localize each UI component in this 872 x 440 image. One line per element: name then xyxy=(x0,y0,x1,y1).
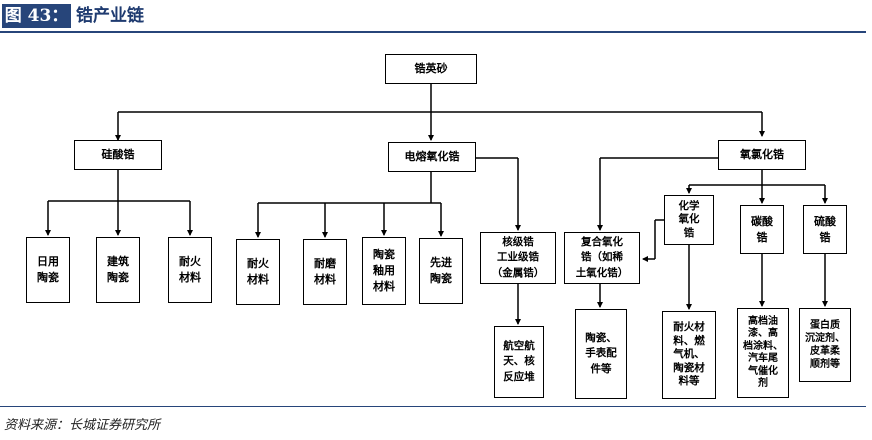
node-coatings-catalyst: 高档油 漆、高 档涂料、 汽车尾 气催化 剂 xyxy=(737,308,789,398)
node-composite-zirconia: 复合氧化 锆（如稀 土氧化锆） xyxy=(564,232,640,284)
node-zirconium-oxychloride: 氧氯化锆 xyxy=(718,140,806,170)
node-zirconium-sulfate: 硫酸 锆 xyxy=(803,205,847,254)
node-daily-ceramics: 日用 陶瓷 xyxy=(26,237,70,303)
node-zircon-sand: 锆英砂 xyxy=(385,54,477,84)
figure-header: 图 43： 锆产业链 xyxy=(0,0,872,33)
node-ceramics-watch-parts: 陶瓷、 手表配 件等 xyxy=(575,309,627,399)
source-note: 资料来源：长城证券研究所 xyxy=(4,418,161,433)
node-protein-tanning-agents: 蛋白质 沉淀剂、 皮革柔 顺剂等 xyxy=(799,308,851,382)
header-rule xyxy=(0,31,866,33)
node-fused-zirconia: 电熔氧化锆 xyxy=(388,142,476,172)
node-refractory-materials-2: 耐火 材料 xyxy=(236,239,280,305)
node-building-ceramics: 建筑 陶瓷 xyxy=(96,237,140,303)
node-aerospace-nuclear-reactor: 航空航 天、核 反应堆 xyxy=(494,326,544,398)
node-zirconium-carbonate: 碳酸 锆 xyxy=(740,205,784,254)
node-ceramic-glaze-materials: 陶瓷 釉用 材料 xyxy=(362,237,406,305)
node-zirconium-silicate: 硅酸锆 xyxy=(74,140,162,170)
node-refractory-gas-turbine: 耐火材 料、燃 气机、 陶瓷材 料等 xyxy=(662,311,716,399)
node-wear-resistant-materials: 耐磨 材料 xyxy=(303,239,347,305)
node-nuclear-industrial-zirconium: 核级锆 工业级锆 （金属锆） xyxy=(480,232,556,284)
figure-title: 锆产业链 xyxy=(76,6,144,26)
node-advanced-ceramics: 先进 陶瓷 xyxy=(419,238,463,304)
figure-label: 图 43： xyxy=(2,4,71,28)
node-chemical-zirconia: 化学 氧化 锆 xyxy=(664,195,714,245)
node-refractory-materials-1: 耐火 材料 xyxy=(168,237,212,303)
footer-rule xyxy=(0,406,866,407)
